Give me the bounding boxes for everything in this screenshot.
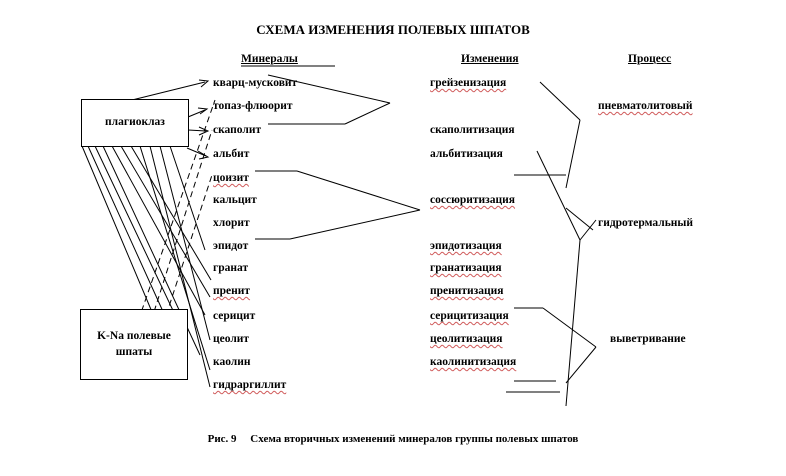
change-albitization: альбитизация	[430, 148, 503, 160]
change-garnetization: гранатизация	[430, 262, 502, 274]
mineral-gibbsite: гидраргиллит	[213, 379, 287, 391]
mineral-sericite: серицит	[213, 310, 256, 322]
kna-label-line2: шпаты	[115, 345, 153, 358]
change-saussuritization: соссюритизация	[430, 194, 515, 206]
mineral-chlorite: хлорит	[213, 217, 250, 229]
plagioclase-label: плагиоклаз	[105, 116, 165, 129]
mineral-zoisite: цоизит	[213, 172, 249, 184]
mineral-calcite: кальцит	[213, 194, 257, 206]
mineral-epidote: эпидот	[213, 240, 249, 252]
mineral-quartz-muscovite: кварц-мусковит	[213, 77, 298, 89]
change-prehnitization: пренитизация	[430, 285, 504, 297]
mineral-albite: альбит	[213, 148, 250, 160]
mineral-prehnite: пренит	[213, 285, 251, 297]
change-zeolitization: цеолитизация	[430, 333, 503, 345]
mineral-topaz-fluorite: топаз-флюорит	[213, 100, 293, 112]
process-pneumatolytic: пневматолитовый	[598, 100, 693, 112]
header-process: Процесс	[628, 53, 672, 65]
kna-feldspar-box: K-Na полевые шпаты	[80, 309, 188, 380]
change-scapolitization: скаполитизация	[430, 124, 515, 136]
kna-label-line1: K-Na полевые	[97, 329, 171, 342]
mineral-kaolin: каолин	[213, 356, 251, 368]
plagioclase-box: плагиоклаз	[81, 99, 189, 147]
process-hydrothermal: гидротермальный	[598, 217, 694, 229]
change-kaolinitization: каолинитизация	[430, 356, 517, 368]
process-weathering: выветривание	[610, 333, 686, 345]
mineral-zeolite: цеолит	[213, 333, 250, 345]
figure-caption: Рис. 9 Схема вторичных изменений минерал…	[207, 433, 579, 445]
change-epidotization: эпидотизация	[430, 240, 502, 252]
mineral-scapolite: скаполит	[213, 124, 262, 136]
header-minerals: Минералы	[241, 53, 298, 65]
diagram-title: СХЕМА ИЗМЕНЕНИЯ ПОЛЕВЫХ ШПАТОВ	[256, 22, 530, 37]
change-greisenization: грейзенизация	[430, 77, 507, 89]
header-changes: Изменения	[461, 53, 519, 65]
change-sericitization: серицитизация	[430, 310, 509, 322]
mineral-garnet: гранат	[213, 262, 249, 274]
